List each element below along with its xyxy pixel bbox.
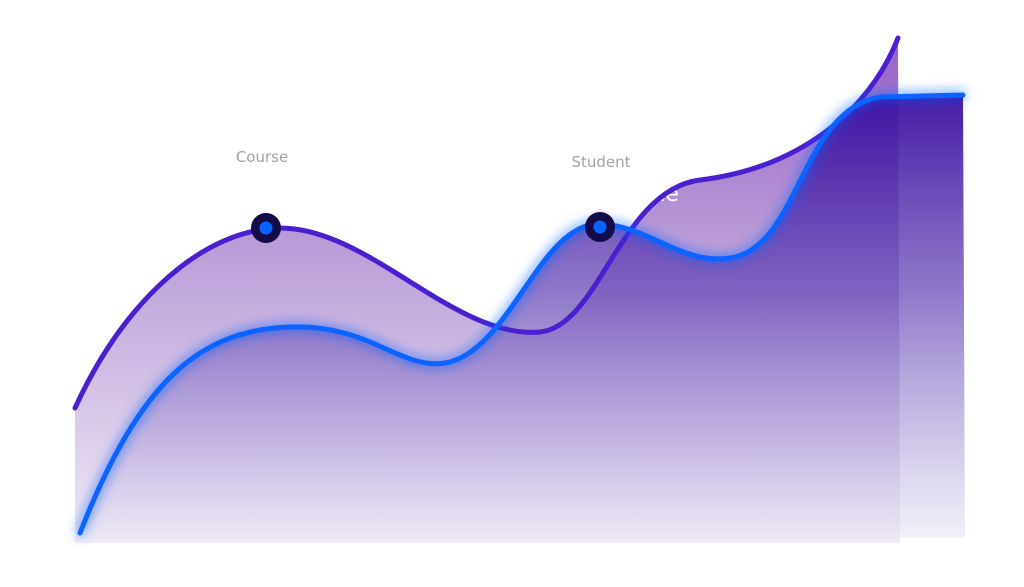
annotation-student: Student [571, 153, 630, 171]
marker-student[interactable] [585, 212, 615, 242]
blue-area [80, 95, 965, 538]
annotation-course: Course [236, 148, 288, 166]
purple-series-line [72, 35, 901, 411]
blue-series-line [77, 92, 966, 536]
marker-course[interactable] [251, 213, 281, 243]
